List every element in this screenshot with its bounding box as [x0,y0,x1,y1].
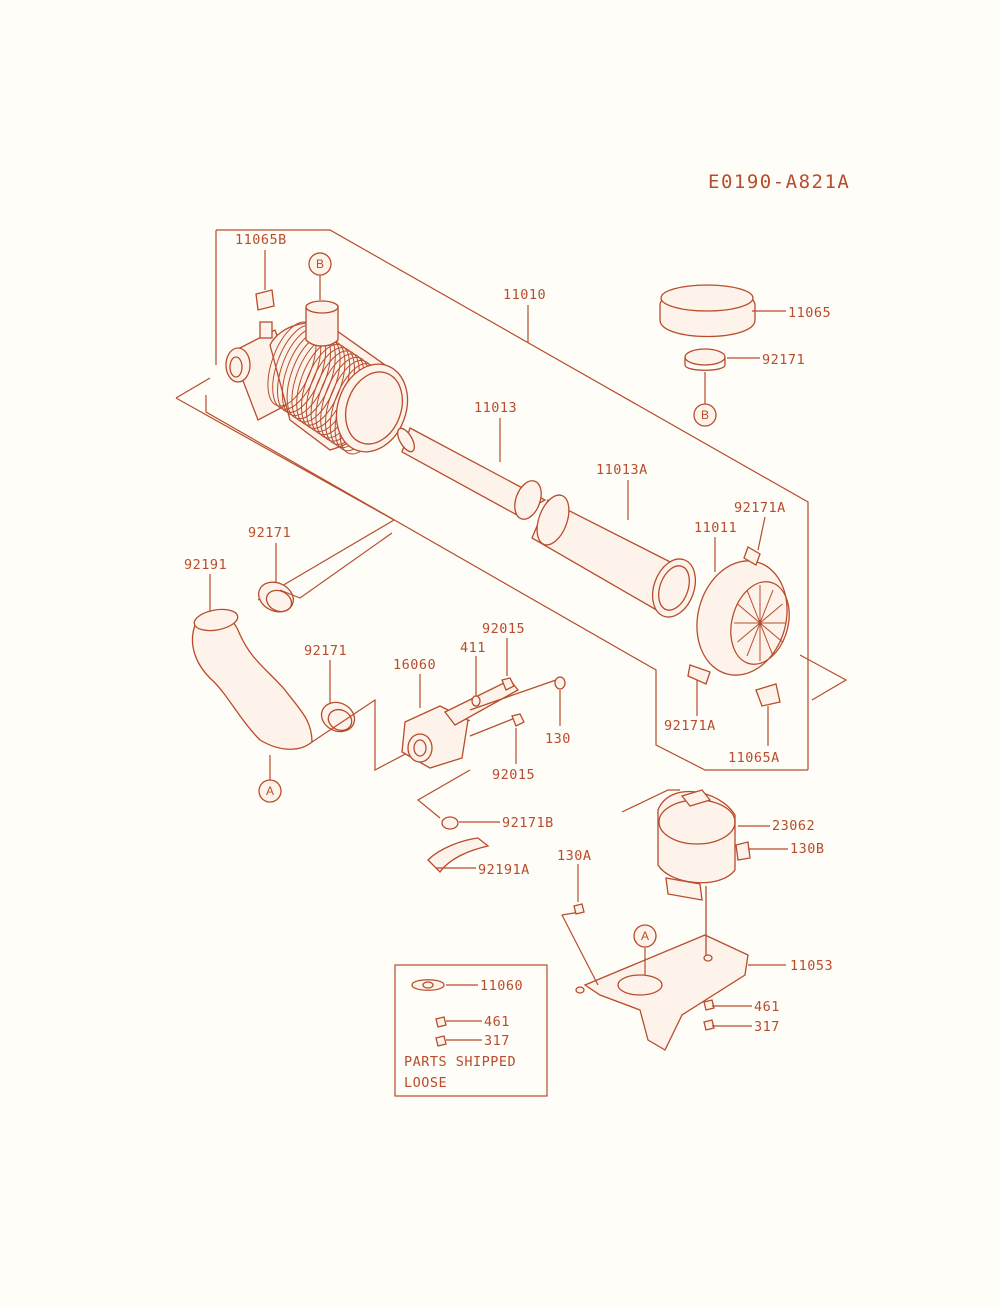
assembly-frame [175,229,848,771]
callout-411: 411 [460,640,486,656]
washer-461 [703,999,715,1011]
callout-16060: 16060 [393,657,436,673]
cap-vane [759,622,783,643]
stud-lower [469,715,521,737]
callout-92171-lower: 92171 [304,643,347,659]
hose-leader [279,532,393,599]
loose-box-line2: LOOSE [404,1075,447,1091]
ref-circle-b-right: B [693,372,717,427]
cap-vane [759,622,774,657]
hose-clamp-lower [320,701,356,733]
small-clamp [441,816,459,830]
cap-vane [746,589,761,624]
callout-92191A: 92191A [478,862,530,878]
leader-lines [209,250,788,1027]
outer-element [531,494,697,618]
cap-vane [759,603,783,624]
callout-317-box: 317 [484,1033,510,1049]
cap-vane [746,622,761,657]
nut-92015-bottom [511,713,525,727]
washer-411 [471,695,481,707]
bolt-130 [469,679,557,711]
rain-cap [659,284,756,338]
small-hose-leader [416,769,471,819]
bolt-head [554,676,566,690]
callout-461: 461 [754,999,780,1015]
bolt-130A [573,903,585,915]
callout-92015-top: 92015 [482,621,525,637]
mounting-bracket [561,886,749,1051]
band-leader [621,789,680,813]
nut-92015-top [501,677,515,691]
callout-11065B: 11065B [235,232,287,248]
loose-box-line1: PARTS SHIPPED [404,1054,516,1070]
intake-manifold [401,679,519,769]
callout-11013A: 11013A [596,462,648,478]
callout-23062: 23062 [772,818,815,834]
callout-92171B: 92171B [502,815,554,831]
nut-317 [703,1019,715,1031]
nut-icon [435,1035,447,1047]
washer-icon [435,1016,447,1028]
small-hose [427,816,490,874]
evacuator-valve [755,683,781,707]
ref-circle-a-bracket: A [633,924,657,975]
cap-vane [737,622,761,643]
callout-11053: 11053 [790,958,833,974]
mounting-band [657,789,751,901]
callout-92191: 92191 [184,557,227,573]
ref-circle-b-top: B [308,252,332,300]
callout-130: 130 [545,731,571,747]
air-hose [191,608,313,750]
cap-vane [737,603,761,624]
callout-130B: 130B [790,841,825,857]
callout-11065: 11065 [788,305,831,321]
ref-circle-a-left: A [258,755,282,803]
callout-130A: 130A [557,848,592,864]
air-cleaner-body [225,289,409,455]
callout-92171A-bottom: 92171A [664,718,716,734]
svg-text:B: B [701,408,709,422]
callout-92171: 92171 [762,352,805,368]
svg-text:B: B [316,257,324,271]
callout-461-box: 461 [484,1014,510,1030]
callout-11065A: 11065A [728,750,780,766]
clamp-top [684,348,726,371]
drawing-code: E0190-A821A [708,171,850,193]
cleaner-cap [687,546,790,685]
svg-text:A: A [641,929,649,943]
callout-11011: 11011 [694,520,737,536]
callout-labels: 11065B 11010 11065 92171 11013 11013A 92… [184,232,833,1035]
callout-92171A-top: 92171A [734,500,786,516]
hose-clamp-upper [257,581,295,613]
callout-11060: 11060 [480,978,523,994]
gasket-icon [411,979,445,991]
inner-element [397,427,547,520]
callout-92015-bottom: 92015 [492,767,535,783]
callout-92171-left: 92171 [248,525,291,541]
cap-vane [759,589,774,624]
svg-text:A: A [266,784,274,798]
loose-parts-box: 11060 461 317 PARTS SHIPPED LOOSE [394,964,548,1097]
callout-11013: 11013 [474,400,517,416]
callout-11010: 11010 [503,287,546,303]
callout-317: 317 [754,1019,780,1035]
